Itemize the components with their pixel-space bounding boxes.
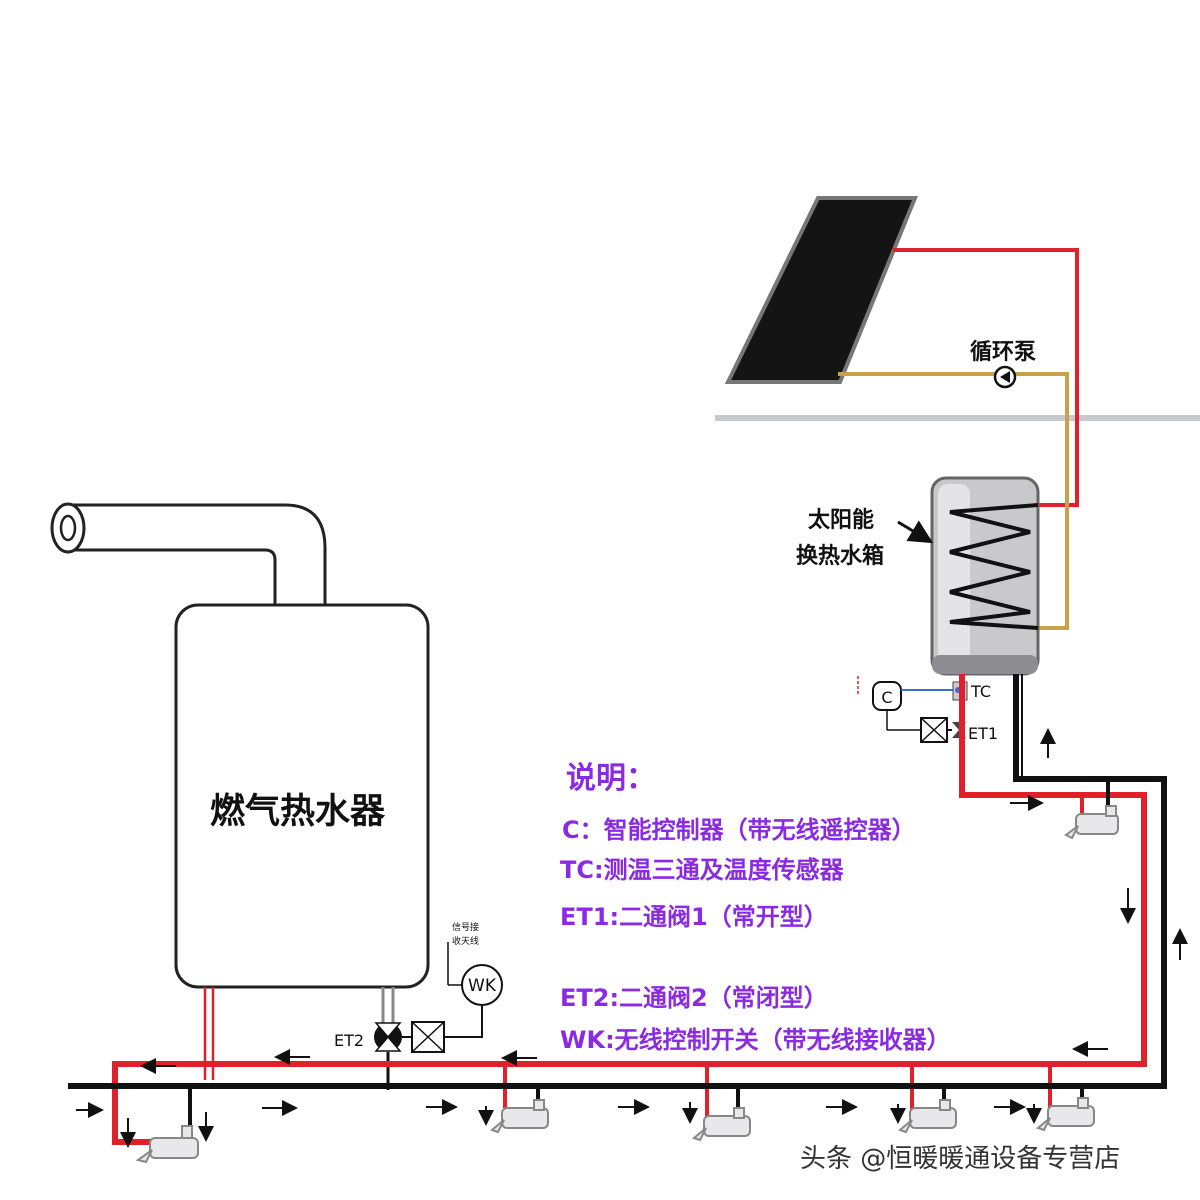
pump-label: 循环泵 [970,339,1036,365]
solar-return-pipe [838,372,1069,630]
legend-item-tc: TC:测温三通及温度传感器 [560,856,845,884]
legend-item-et2: ET2:二通阀2（常闭型） [560,984,828,1012]
legend-item-c: C：智能控制器（带无线遥控器） [562,816,916,844]
hot-water-pipe [112,674,1147,1145]
solar-panel [724,196,918,384]
et2-valve-icon [374,1021,445,1053]
gas-water-heater [174,603,430,989]
wk-label: WK [468,976,497,996]
faucet-icon [1064,805,1119,840]
c-label: C [881,688,892,707]
legend-title: 说明： [566,761,656,796]
flow-arrows [76,728,1188,1148]
tc-label: TC [970,682,991,701]
cold-water-pipe [68,674,1167,1089]
solar-tank [930,476,1040,676]
faucet-icon [897,1099,957,1134]
faucet-icon [135,1125,199,1164]
antenna-label-line2: 收天线 [452,935,479,947]
legend-item-et1: ET1:二通阀1（常开型） [560,903,828,931]
tank-pointer-arrow [897,520,934,544]
flue-pipe [50,502,327,607]
legend-item-wk: WK:无线控制开关（带无线接收器） [560,1026,951,1054]
solar-tank-label-line1: 太阳能 [808,507,874,533]
solar-tank-label-line2: 换热水箱 [796,543,884,569]
et2-label: ET2 [334,1031,364,1050]
watermark: 头条 @恒暖暖通设备专营店 [800,1144,1120,1174]
faucet-icon [1035,1097,1095,1132]
antenna-label-line1: 信号接 [452,921,479,933]
solar-hot-pipe [893,248,1079,507]
circulation-pump-icon [993,365,1017,389]
faucet-icon [489,1099,549,1134]
gas-heater-label: 燃气热水器 [210,792,386,832]
et1-label: ET1 [968,724,998,743]
faucet-icon [691,1107,751,1142]
heat-exchange-coil [949,503,1039,630]
